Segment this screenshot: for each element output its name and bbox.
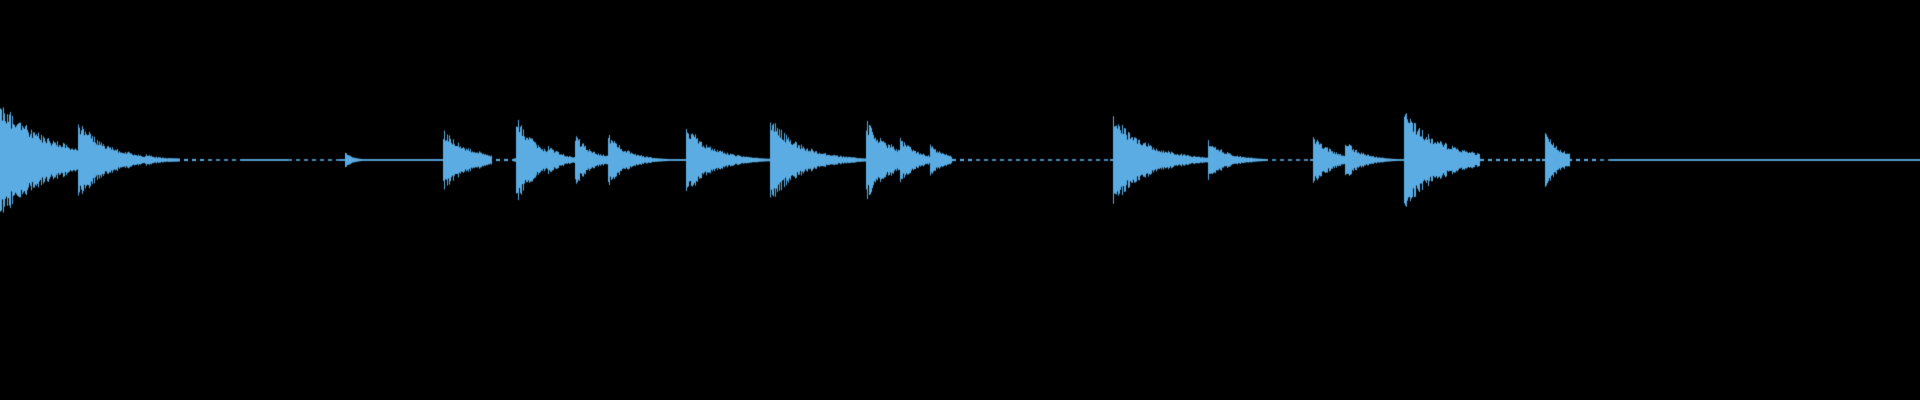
waveform-canvas[interactable] (0, 0, 1920, 400)
audio-waveform-viewer[interactable] (0, 0, 1920, 400)
